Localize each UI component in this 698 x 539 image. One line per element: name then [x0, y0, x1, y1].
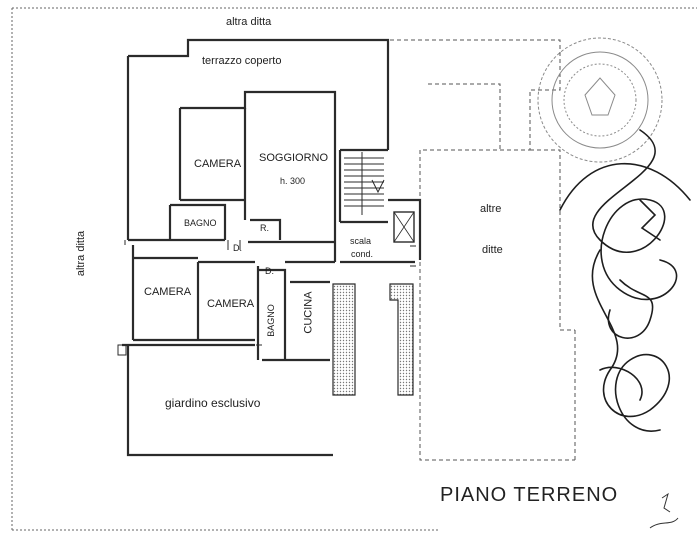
label-bedroom-2: CAMERA	[144, 286, 192, 298]
walls	[122, 38, 422, 457]
signature	[559, 129, 691, 432]
label-bathroom-2: BAGNO	[265, 304, 276, 337]
entrance-pillars	[332, 283, 414, 396]
staircase	[344, 152, 385, 215]
label-top-neighbor: altra ditta	[226, 16, 272, 28]
plan-title: PIANO TERRENO	[440, 484, 619, 506]
label-living-room-height: h. 300	[280, 176, 306, 186]
elevator-shaft	[393, 211, 415, 243]
label-covered-terrace: terrazzo coperto	[202, 55, 282, 67]
label-left-neighbor: altra ditta	[75, 230, 88, 277]
door-marks	[117, 240, 416, 356]
label-kitchen: CUCINA	[302, 291, 315, 334]
label-stairs-line1: scala	[350, 236, 372, 246]
label-other-companies-line2: ditte	[482, 244, 503, 256]
label-bedroom-3: CAMERA	[207, 298, 255, 310]
stamp	[537, 37, 663, 163]
label-hallway-2: D.	[265, 266, 274, 276]
label-bedroom-1: CAMERA	[194, 158, 242, 170]
label-bathroom-1: BAGNO	[184, 218, 217, 228]
corner-mark	[649, 492, 679, 529]
label-private-garden: giardino esclusivo	[165, 396, 261, 410]
property-boundary	[11, 7, 697, 531]
label-living-room: SOGGIORNO	[259, 152, 329, 164]
other-companies-outline	[390, 39, 576, 461]
label-closet: R.	[260, 223, 269, 233]
label-hallway-1: D.	[233, 243, 242, 253]
label-other-companies-line1: altre	[480, 203, 502, 215]
label-stairs-line2: cond.	[351, 249, 374, 259]
